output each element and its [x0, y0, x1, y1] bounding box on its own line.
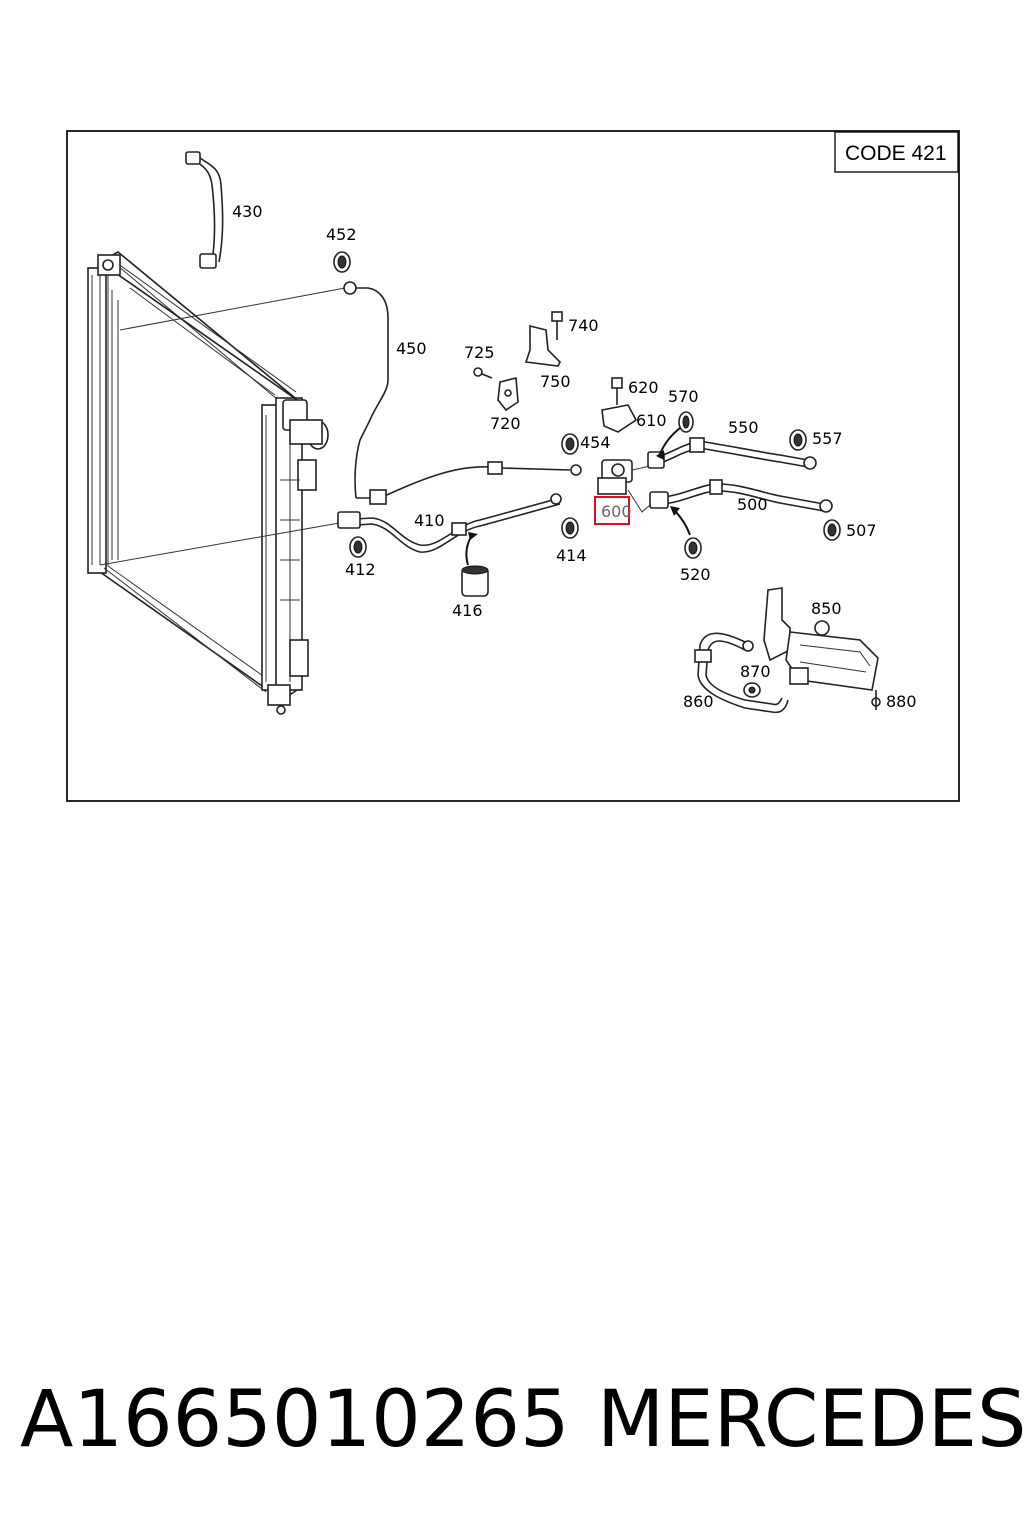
- callout-550[interactable]: 550: [728, 418, 759, 437]
- callout-414[interactable]: 414: [556, 546, 587, 565]
- callout-452[interactable]: 452: [326, 225, 357, 244]
- sleeve-416: [461, 565, 489, 597]
- arrow-head: [468, 532, 478, 540]
- callout-520[interactable]: 520: [680, 565, 711, 584]
- callout-600[interactable]: 600: [601, 502, 632, 521]
- callout-412[interactable]: 412: [345, 560, 376, 579]
- bracket-720: [497, 376, 519, 412]
- seal-414: [561, 517, 579, 539]
- clamp-870: [743, 682, 761, 698]
- callout-850[interactable]: 850: [811, 599, 842, 618]
- seal-520: [684, 537, 702, 559]
- callout-430[interactable]: 430: [232, 202, 263, 221]
- module-850: [763, 587, 879, 691]
- callout-620[interactable]: 620: [628, 378, 659, 397]
- callout-860[interactable]: 860: [683, 692, 714, 711]
- callout-740[interactable]: 740: [568, 316, 599, 335]
- code-label: CODE 421: [845, 142, 947, 165]
- bracket-610: [601, 404, 638, 433]
- bolt-620: [611, 377, 623, 405]
- diagram-frame: [66, 130, 960, 802]
- callout-610[interactable]: 610: [636, 411, 667, 430]
- arrow-416: [465, 534, 473, 566]
- hose-430: [185, 151, 224, 269]
- arrow-520: [673, 509, 691, 536]
- code-label-box: CODE 421: [834, 131, 959, 173]
- seal-452: [333, 251, 351, 273]
- line-450: [343, 281, 582, 505]
- callout-410[interactable]: 410: [414, 511, 445, 530]
- bolt-880: [871, 690, 881, 710]
- line-500: [649, 479, 833, 513]
- arrow-570: [659, 427, 681, 455]
- seal-507: [823, 519, 841, 541]
- callout-570[interactable]: 570: [668, 387, 699, 406]
- callout-870[interactable]: 870: [740, 662, 771, 681]
- bolt-725: [473, 367, 493, 379]
- leader-line: [119, 287, 346, 331]
- arrow-head: [670, 506, 680, 516]
- seal-557: [789, 429, 807, 451]
- callout-720[interactable]: 720: [490, 414, 521, 433]
- bracket-750: [524, 324, 561, 367]
- seal-412: [349, 536, 367, 558]
- callout-500[interactable]: 500: [737, 495, 768, 514]
- callout-416[interactable]: 416: [452, 601, 483, 620]
- callout-labels: 430 452 450 725 740 750 720 620 610 570 …: [232, 202, 917, 711]
- valve-600: [597, 459, 651, 513]
- callout-450[interactable]: 450: [396, 339, 427, 358]
- highlight-box-600: [594, 496, 630, 525]
- callout-557[interactable]: 557: [812, 429, 843, 448]
- bolt-740: [551, 311, 563, 340]
- seal-454: [561, 433, 579, 455]
- callout-454[interactable]: 454: [580, 433, 611, 452]
- line-410: [337, 493, 562, 553]
- callout-880[interactable]: 880: [886, 692, 917, 711]
- brand-name: MERCEDES: [597, 1375, 1024, 1465]
- leader-line: [99, 521, 346, 566]
- callout-725[interactable]: 725: [464, 343, 495, 362]
- line-550: [647, 437, 817, 470]
- part-number: A1665010265: [20, 1375, 570, 1465]
- hose-860: [694, 632, 789, 714]
- callout-507[interactable]: 507: [846, 521, 877, 540]
- arrow-head: [656, 450, 664, 460]
- callout-750[interactable]: 750: [540, 372, 571, 391]
- seal-570: [678, 411, 694, 433]
- radiator: [87, 251, 329, 715]
